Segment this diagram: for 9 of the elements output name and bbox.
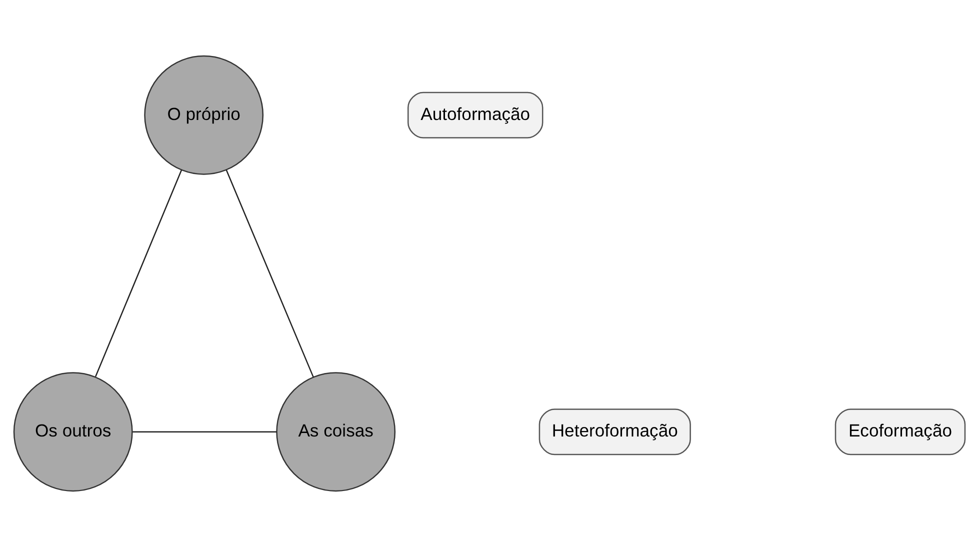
node-circle: As coisas (276, 372, 396, 492)
node-circle: Os outros (13, 372, 133, 492)
node-box: Ecoformação (834, 408, 966, 456)
node-box: Heteroformação (538, 408, 691, 456)
connector (132, 431, 277, 433)
node-box: Autoformação (407, 92, 544, 138)
connector (226, 170, 314, 378)
node-circle: O próprio (144, 55, 264, 175)
connector (94, 170, 182, 377)
